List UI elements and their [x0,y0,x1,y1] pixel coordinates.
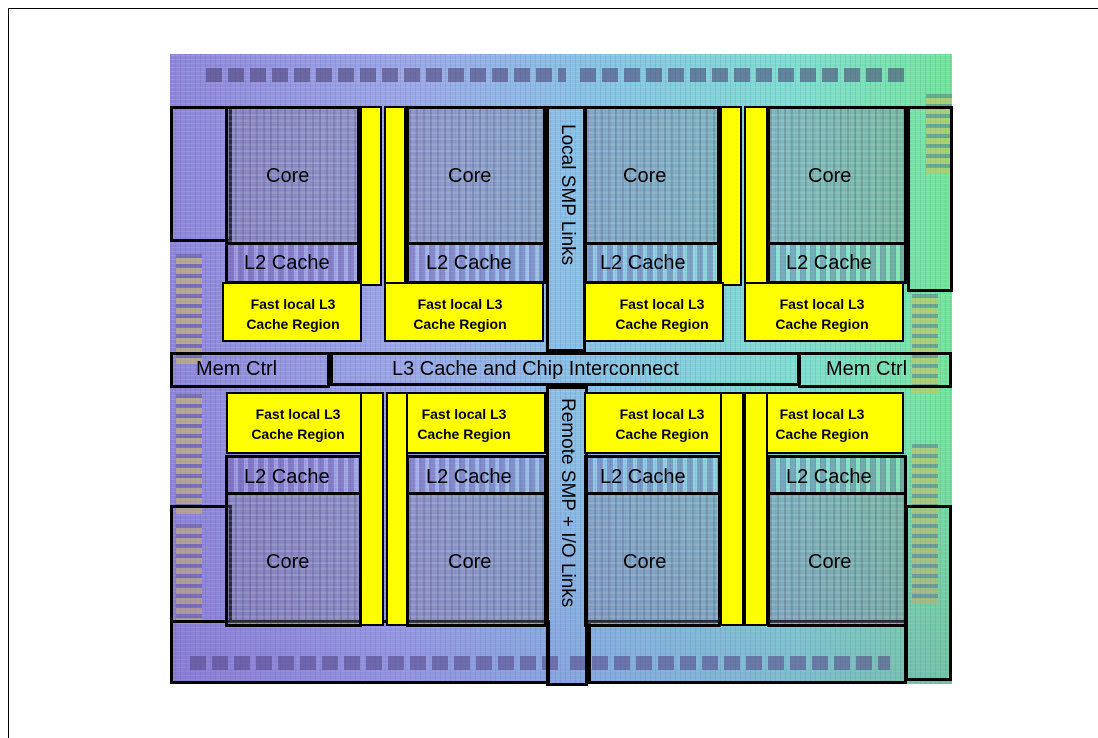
l3-label-top-1-line2: Cache Region [246,316,340,332]
l3-stripe-bottom-2a [720,392,744,626]
bottom-io-region-right [588,620,907,684]
l3-label-bottom-2-line2: Cache Region [417,426,511,442]
left-region-top [170,106,232,242]
l3-region-top-1 [222,282,362,342]
remote-smp-links-region [546,386,588,686]
l3-label-bottom-1-line1: Fast local L3 [255,406,341,422]
l3-region-top-2 [384,282,544,342]
l3-label-bottom-2-line1: Fast local L3 [421,406,507,422]
l3-label-top-2-line1: Fast local L3 [417,296,503,312]
core-label-bottom-3: Core [623,551,667,573]
l3-label-bottom-4-line2: Cache Region [775,426,869,442]
l3-label-top-1-line1: Fast local L3 [250,296,336,312]
l3-label-bottom-1-line2: Cache Region [251,426,345,442]
core-label-top-1: Core [266,165,310,187]
left-io-column-mid [176,394,202,514]
core-top-2 [406,106,546,245]
l3-stripe-top-2a [720,106,742,286]
l3-label-bottom-1: Fast local L3 Cache Region [233,404,363,444]
l2-label-bottom-4: L2 Cache [786,466,872,488]
figure-frame [8,8,1098,738]
l3-stripe-top-1a [360,106,382,286]
l3-label-bottom-3-line1: Fast local L3 [619,406,705,422]
core-top-4 [767,106,907,245]
l3-label-bottom-4: Fast local L3 Cache Region [757,404,887,444]
core-label-bottom-4: Core [808,551,852,573]
l2-label-bottom-1: L2 Cache [244,466,330,488]
l3-label-top-2-line2: Cache Region [413,316,507,332]
l2-label-top-4: L2 Cache [786,252,872,274]
chip-die-photo [170,54,952,684]
l3-label-top-3: Fast local L3 Cache Region [597,294,727,334]
l2-label-bottom-3: L2 Cache [600,466,686,488]
mem-ctrl-left-region [170,352,330,388]
right-region-bottom [905,505,952,681]
l3-region-top-4 [744,282,904,342]
mem-ctrl-label-right: Mem Ctrl [826,358,908,380]
l3-label-top-3-line1: Fast local L3 [619,296,705,312]
left-region-bottom [170,505,232,623]
left-io-column-top [176,254,202,364]
l3-label-top-1: Fast local L3 Cache Region [228,294,358,334]
l3-label-top-4-line2: Cache Region [775,316,869,332]
l2-cache-top-1 [225,242,360,284]
l3-label-top-4-line1: Fast local L3 [779,296,865,312]
l3-stripe-bottom-1a [360,392,384,626]
interconnect-label: L3 Cache and Chip Interconnect [392,358,679,380]
core-label-top-4: Core [808,165,852,187]
core-bottom-2 [406,492,547,627]
l3-stripe-bottom-1b [386,392,408,626]
l2-cache-bottom-1 [225,455,362,495]
core-top-1 [225,106,360,245]
top-pad-row-left [206,68,566,82]
l3-region-bottom-1 [226,392,364,454]
l3-stripe-top-1b [384,106,406,286]
l3-label-bottom-4-line1: Fast local L3 [779,406,865,422]
right-region-top [907,106,953,292]
mem-ctrl-label-left: Mem Ctrl [196,358,278,380]
l2-cache-top-4 [767,242,907,284]
l3-stripe-bottom-2b [744,392,768,626]
l3-label-bottom-3: Fast local L3 Cache Region [597,404,727,444]
l2-cache-bottom-2 [406,455,547,495]
l3-label-bottom-2: Fast local L3 Cache Region [399,404,529,444]
l3-region-bottom-3 [584,392,722,454]
core-label-bottom-1: Core [266,551,310,573]
l3-label-top-4: Fast local L3 Cache Region [757,294,887,334]
l2-label-top-1: L2 Cache [244,252,330,274]
l3-label-top-3-line2: Cache Region [615,316,709,332]
core-label-bottom-2: Core [448,551,492,573]
l3-label-top-2: Fast local L3 Cache Region [395,294,525,334]
l3-region-top-3 [584,282,724,342]
l2-label-bottom-2: L2 Cache [426,466,512,488]
l3-interconnect-region [330,352,800,386]
l2-label-top-2: L2 Cache [426,252,512,274]
core-bottom-4 [767,492,907,627]
l3-stripe-top-2b [744,106,768,286]
local-smp-links-region [546,106,586,352]
remote-smp-links-label: Remote SMP + I/O Links [557,398,578,608]
l3-region-bottom-4 [744,392,904,454]
local-smp-links-label: Local SMP Links [557,124,578,266]
l3-region-bottom-2 [386,392,546,454]
top-pad-row-right [580,68,910,82]
l2-label-top-3: L2 Cache [600,252,686,274]
core-label-top-2: Core [448,165,492,187]
bottom-io-region-left [170,620,550,684]
core-label-top-3: Core [623,165,667,187]
l3-label-bottom-3-line2: Cache Region [615,426,709,442]
l2-cache-top-3 [584,242,720,284]
l2-cache-bottom-4 [767,455,907,495]
